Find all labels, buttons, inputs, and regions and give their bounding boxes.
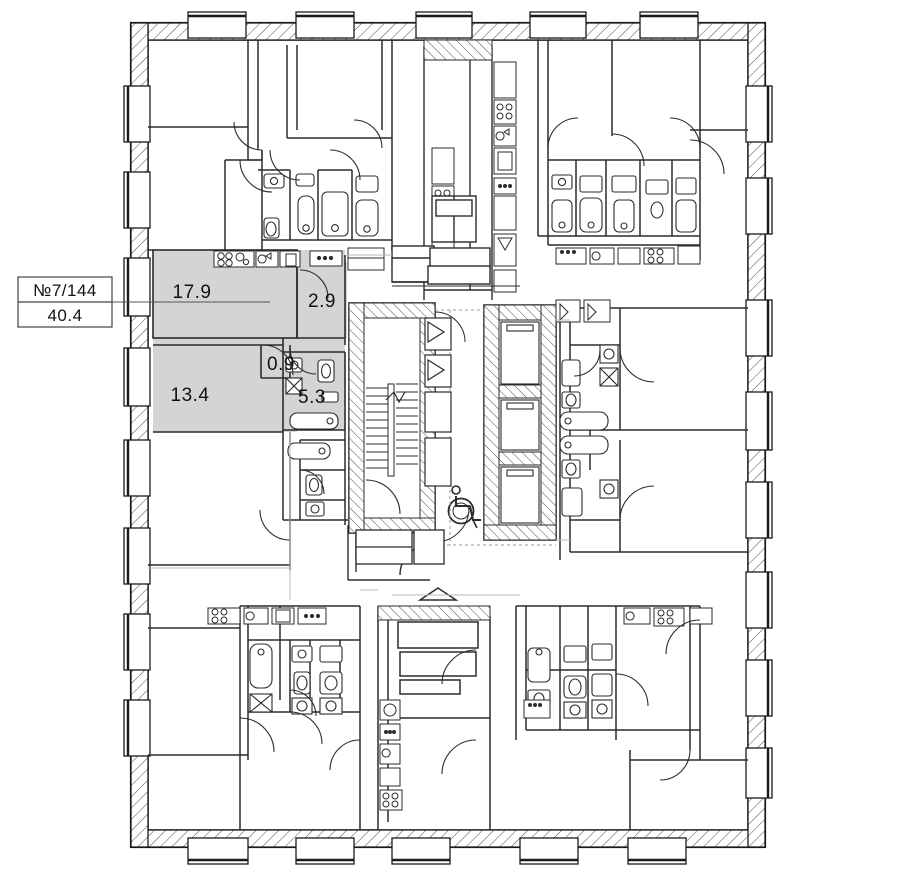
fixtures-bathroom-53: [285, 357, 339, 430]
partitions-bottom-center: [377, 587, 491, 830]
service-rooms-left-core: [424, 317, 452, 487]
fixtures-bottom-right-bath: [527, 643, 613, 719]
doors-mid-left: [259, 469, 325, 541]
apartment-total-area-label: 40.4: [47, 306, 82, 325]
elevator-car: [500, 321, 540, 524]
partitions-top-right: [537, 40, 748, 260]
fixtures-mid-left-bath: [287, 442, 331, 517]
fixtures-top-left-bath: [263, 173, 379, 239]
room-area-bedroom: 13.4: [171, 385, 210, 406]
doors-bottom-right: [615, 619, 701, 781]
kitchen-counter-highlighted: [213, 247, 385, 271]
doors-mid-right: [573, 347, 655, 521]
doors-bottom-center: [441, 649, 477, 775]
room-area-corridor: 0.9: [267, 354, 295, 375]
room-area-living-kitchen: 17.9: [173, 282, 212, 303]
apartment-number-label: №7/144: [33, 281, 97, 300]
room-area-bathroom: 5.3: [298, 387, 326, 408]
stairwell: [348, 302, 436, 534]
corridor-guide-lines: [148, 254, 570, 600]
kitchen-top-right: [555, 245, 701, 265]
windows-top-facade: [187, 11, 699, 39]
doors-highlighted-apartment: [262, 269, 329, 376]
windows-left-facade: [123, 85, 151, 757]
kitchen-bottom-left: [207, 607, 327, 625]
windows-bottom-facade: [187, 837, 687, 865]
elevator-shafts: [483, 304, 557, 541]
fixtures-mid-right-bath: [559, 344, 619, 517]
fixtures-top-right-bath: [551, 174, 697, 233]
doors-bottom-left: [239, 689, 361, 771]
niches-mid-right: [555, 299, 611, 323]
doors-top-left: [233, 119, 383, 193]
rooms-top-center: [391, 195, 520, 287]
fixtures-bottom-left-bath: [249, 643, 343, 715]
kitchens-top-center: [423, 39, 493, 300]
kitchen-fixtures-top-center: [431, 61, 517, 293]
doors-top-right: [547, 117, 725, 175]
room-area-balcony: 2.9: [308, 291, 336, 312]
fixtures-bottom-center: [379, 699, 403, 811]
partitions-bottom-right: [515, 605, 748, 830]
rooms-lower-core-left: [355, 529, 445, 565]
partitions-top-left: [148, 40, 393, 251]
room-area-labels: 17.9 2.9 0.9 13.4 5.3: [171, 282, 336, 408]
windows-right-facade: [745, 85, 773, 799]
wheelchair-icon: [447, 485, 481, 529]
highlighted-apartment-walls: [152, 249, 346, 433]
apartment-legend-box: №7/144 40.4: [17, 276, 113, 328]
